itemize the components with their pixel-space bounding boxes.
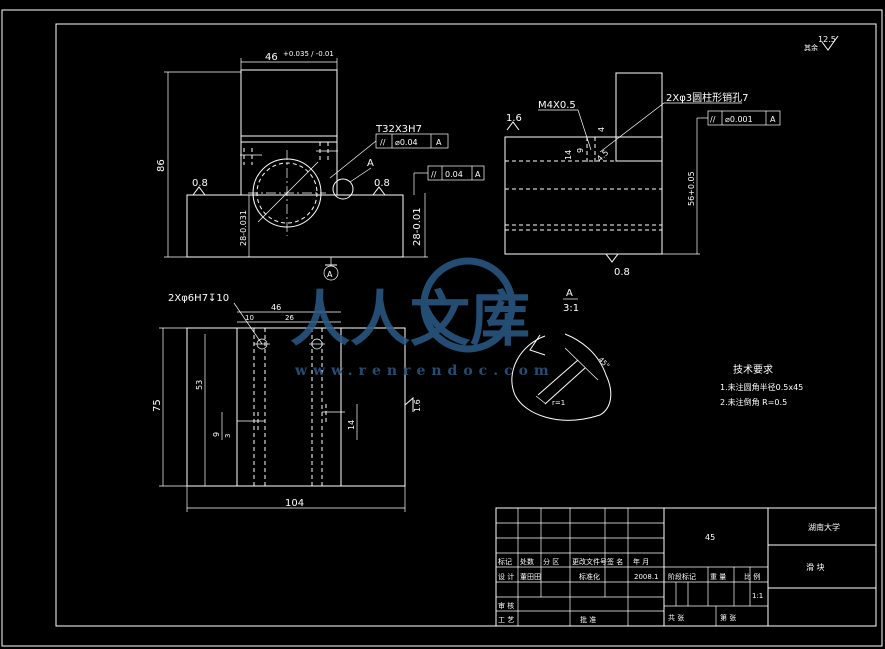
dim-46-tol: +0.035 / -0.01 (283, 50, 334, 58)
svg-text:重 量: 重 量 (710, 573, 726, 581)
svg-text:⌀0.04: ⌀0.04 (395, 138, 418, 147)
svg-text:0.8: 0.8 (614, 267, 630, 278)
svg-text:阶段标记: 阶段标记 (668, 572, 696, 581)
svg-text:1.6: 1.6 (506, 113, 522, 124)
svg-text:年 月: 年 月 (633, 557, 649, 566)
svg-text:0.04: 0.04 (445, 170, 463, 179)
hole-label: 2Xφ6H7↧10 (168, 293, 229, 304)
svg-text:A: A (475, 170, 481, 179)
svg-text:A: A (566, 288, 573, 299)
thread-label: T32X3H7 (375, 124, 422, 135)
svg-text:9: 9 (576, 148, 585, 153)
svg-text:0.8: 0.8 (192, 178, 208, 189)
title-block: 标记 处数 分 区 更改文件号 签 名 年 月 设 计 董田田 标准化 2008… (495, 507, 877, 627)
svg-text:A: A (367, 158, 374, 169)
svg-text:9: 9 (212, 432, 221, 437)
part-name: 滑 块 (806, 562, 825, 572)
svg-text:14: 14 (564, 150, 573, 160)
dim-28-left: 28-0.031 (239, 210, 248, 246)
svg-text:0.8: 0.8 (374, 178, 390, 189)
svg-text:A: A (327, 270, 333, 279)
svg-text:其余: 其余 (804, 43, 818, 52)
svg-text:人人文库: 人人文库 (290, 285, 530, 355)
svg-text:比 例: 比 例 (744, 572, 760, 581)
watermark: 人人文库 www.renrendoc.com (290, 257, 555, 379)
inner-frame (55, 23, 877, 627)
svg-text:更改文件号: 更改文件号 (572, 557, 607, 566)
tech-requirements: 技术要求 1.未注圆角半径0.5x45 2.未注倒角 R=0.5 (720, 363, 803, 407)
dim-28-right: 28-0.01 (412, 207, 423, 246)
svg-text:r=1: r=1 (552, 399, 565, 407)
svg-text:53: 53 (195, 380, 204, 390)
side-thread-label: M4X0.5 (538, 100, 576, 111)
svg-text://: // (380, 138, 386, 147)
svg-text:⌀0.001: ⌀0.001 (725, 115, 753, 124)
svg-text:签 名: 签 名 (607, 557, 623, 566)
svg-text:技术要求: 技术要求 (733, 363, 773, 376)
svg-text:4: 4 (597, 127, 606, 132)
svg-text:26: 26 (285, 314, 294, 322)
svg-text:审 核: 审 核 (498, 601, 514, 610)
svg-text:www.renrendoc.com: www.renrendoc.com (294, 363, 555, 379)
pin-label: 2Xφ3圆柱形销孔7 (666, 91, 749, 104)
dim-56: 56+0.05 (687, 171, 696, 206)
front-view: 46 +0.035 / -0.01 86 28-0.031 28-0.01 0.… (156, 50, 485, 281)
svg-text:12.5: 12.5 (818, 35, 836, 44)
svg-text:2.未注倒角 R=0.5: 2.未注倒角 R=0.5 (720, 397, 787, 407)
svg-text:1.未注圆角半径0.5x45: 1.未注圆角半径0.5x45 (720, 382, 803, 392)
general-surface-finish: 其余 12.5 (804, 35, 839, 52)
svg-text:3:1: 3:1 (563, 303, 579, 314)
svg-text:1:1: 1:1 (752, 592, 763, 600)
svg-text:14: 14 (347, 420, 356, 430)
svg-text:46: 46 (271, 303, 281, 312)
svg-text:2008.1: 2008.1 (634, 573, 659, 581)
svg-text:批 准: 批 准 (580, 615, 596, 624)
material: 45 (705, 533, 715, 542)
svg-text:董田田: 董田田 (520, 572, 541, 581)
svg-text:共 张: 共 张 (668, 613, 684, 622)
svg-text:处数: 处数 (520, 557, 534, 566)
school-name: 湖南大学 (808, 522, 840, 532)
side-view: M4X0.5 2Xφ3圆柱形销孔7 14 9 4 4.5 // ⌀0.001 A… (504, 72, 781, 278)
svg-text://: // (710, 115, 716, 124)
svg-text:1.6: 1.6 (413, 399, 422, 412)
outer-frame (1, 9, 883, 647)
svg-text:标准化: 标准化 (579, 572, 600, 581)
dim-46: 46 (265, 52, 278, 63)
svg-text://: // (431, 170, 437, 179)
svg-text:A: A (770, 115, 776, 124)
top-view: 2Xφ6H7↧10 46 10 26 75 53 9 3 14 104 1.6 (152, 293, 422, 512)
svg-text:75: 75 (152, 399, 163, 412)
svg-text:工 艺: 工 艺 (498, 616, 514, 624)
svg-text:45°: 45° (597, 356, 611, 370)
svg-text:3: 3 (224, 434, 232, 438)
svg-text:A: A (436, 138, 442, 147)
svg-text:10: 10 (245, 314, 254, 322)
svg-text:第 张: 第 张 (720, 613, 736, 622)
svg-text:设 计: 设 计 (498, 572, 514, 581)
svg-text:分 区: 分 区 (543, 557, 559, 566)
dim-86: 86 (156, 159, 167, 172)
svg-text:104: 104 (285, 498, 304, 509)
svg-text:标记: 标记 (498, 557, 512, 566)
